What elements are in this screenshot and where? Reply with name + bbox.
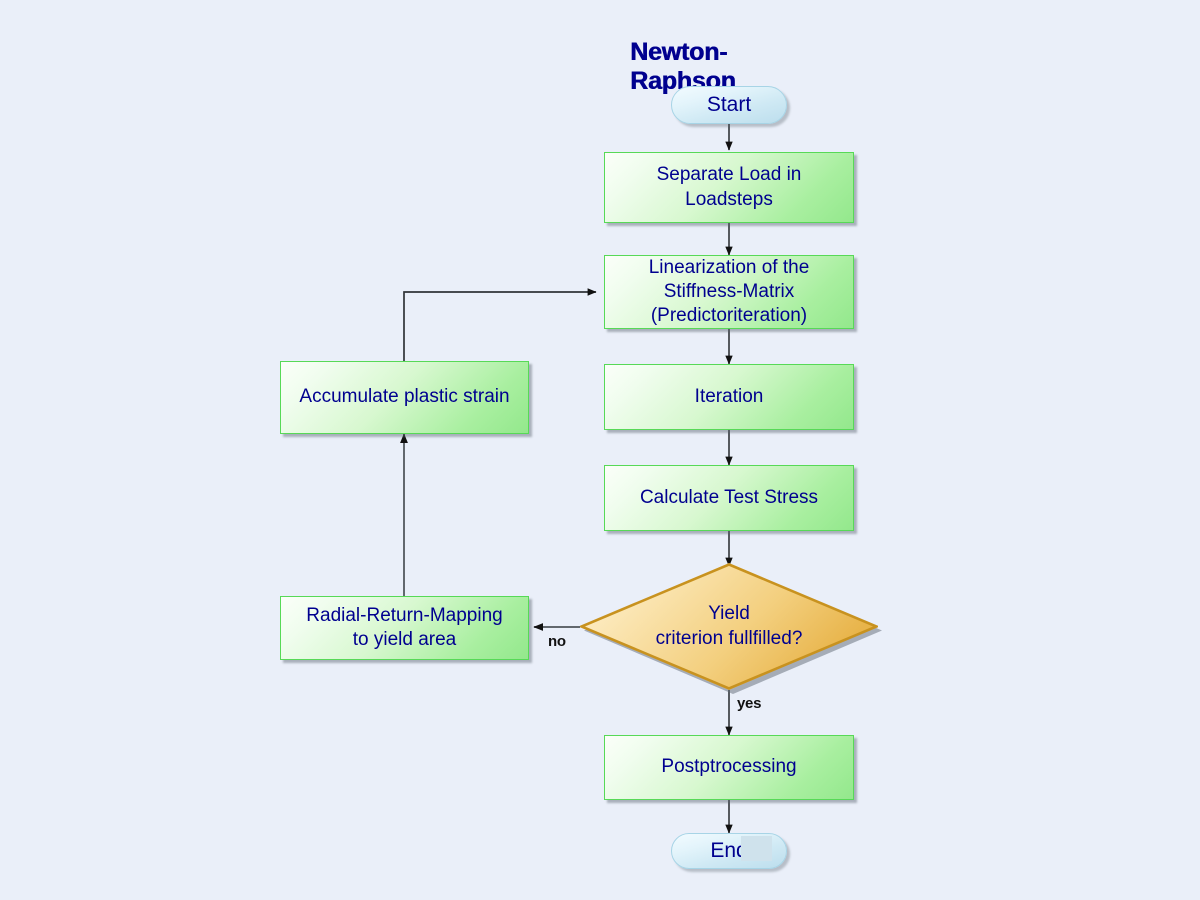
node-calculate-test-stress[interactable]: Calculate Test Stress	[604, 465, 854, 531]
node-yield-criterion[interactable]: Yield criterion fullfilled?	[580, 563, 882, 694]
render-artifact-overlay	[741, 836, 772, 861]
edge-label-no: no	[548, 633, 566, 650]
node-accumulate-plastic-strain[interactable]: Accumulate plastic strain	[280, 361, 529, 434]
node-linearization[interactable]: Linearization of the Stiffness-Matrix (P…	[604, 255, 854, 329]
node-start[interactable]: Start	[671, 86, 787, 124]
decision-outline	[580, 563, 878, 690]
edge-accumulate-to-linearize	[403, 288, 597, 361]
node-yield-criterion-label: Yield criterion fullfilled?	[655, 602, 803, 649]
node-postprocessing[interactable]: Postptrocessing	[604, 735, 854, 800]
edge-label-yes: yes	[737, 695, 762, 712]
node-separate-load[interactable]: Separate Load in Loadsteps	[604, 152, 854, 223]
page-title: Newton-Raphson	[630, 38, 736, 95]
node-iteration[interactable]: Iteration	[604, 364, 854, 430]
node-radial-return-mapping[interactable]: Radial-Return-Mapping to yield area	[280, 596, 529, 660]
